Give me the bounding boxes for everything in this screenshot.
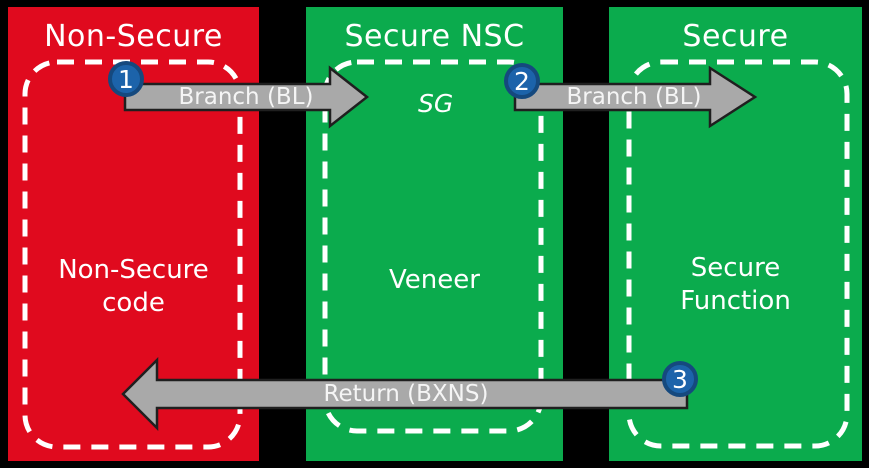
non-secure-code-label: Non-Secure code — [58, 255, 209, 318]
secure-dashed-region — [626, 59, 850, 449]
step-circle-3: 3 — [662, 361, 698, 397]
return-bxns-arrow — [121, 356, 689, 432]
panel-title-non-secure: Non-Secure — [44, 19, 223, 54]
panel-title-secure: Secure — [682, 19, 789, 54]
step-circle-1: 1 — [108, 61, 144, 97]
sg-gateway-label: SG — [418, 89, 454, 118]
panel-title-secure-nsc: Secure NSC — [344, 19, 525, 54]
branch-bl-label-2: Branch (BL) — [566, 84, 702, 110]
branch-bl-arrow-1 — [123, 65, 370, 129]
secure-function-label: Secure Function — [680, 253, 791, 316]
veneer-label: Veneer — [389, 265, 480, 295]
branch-bl-arrow-2 — [513, 65, 758, 129]
secure-nsc-dashed-region — [322, 59, 544, 434]
branch-bl-label-1: Branch (BL) — [178, 84, 314, 110]
non-secure-dashed-region — [22, 59, 243, 450]
return-bxns-label: Return (BXNS) — [323, 381, 489, 407]
step-circle-2: 2 — [504, 63, 540, 99]
